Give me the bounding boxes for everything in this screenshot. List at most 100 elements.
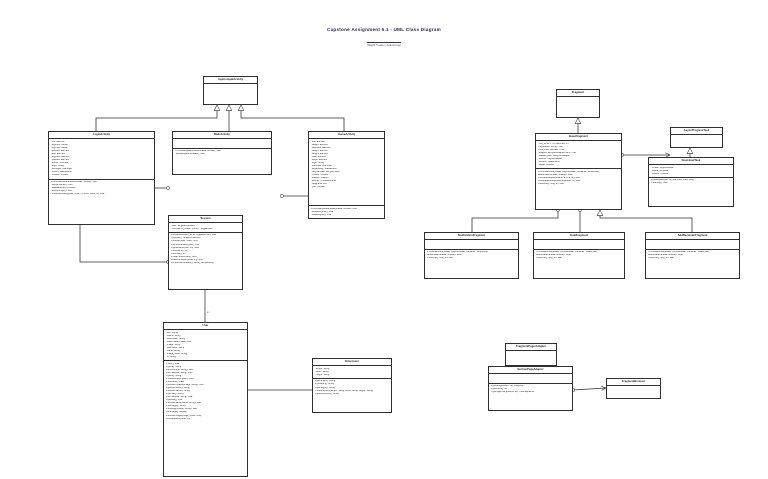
- member-row: - edit: EditText: [50, 152, 65, 155]
- member-row: - length: String: [314, 367, 330, 370]
- class-name-fragment: Fragment: [557, 90, 599, 98]
- member-row: # title_view: DBView = null: [537, 148, 565, 151]
- member-row: + fileDone(): long, int: void: [647, 257, 674, 260]
- class-box-section-page-adapter[interactable]: SectionPageAdapter + getItem(position: i…: [488, 366, 573, 411]
- member-row: + setWeight(value: String): void: [165, 408, 197, 411]
- member-row: + setImage(): Bitmap: [165, 411, 187, 414]
- class-name-session: Session: [169, 216, 242, 224]
- member-row: - login: String: [50, 165, 64, 168]
- class-box-fragment-browser[interactable]: FragmentBrowser: [606, 378, 661, 399]
- member-row: + getWidth(): String: [314, 383, 335, 386]
- member-row: + setUserName(): String: [165, 390, 190, 393]
- class-box-session[interactable]: Session - user: SingletonSession- CURREN…: [168, 215, 243, 290]
- member-row: + setUserName(name: String): void: [165, 402, 201, 405]
- class-name-fragment-pager-adapter: FragmentPagerAdapter: [506, 344, 556, 352]
- member-row: - target: Context: [537, 164, 554, 167]
- member-row: + setDescription(desc): void: [165, 377, 194, 380]
- member-row: # layoutRes: String = null: [537, 145, 563, 148]
- member-row: - recyclerView: RecyclerView: [310, 171, 340, 174]
- member-row: - weight: EditText: [310, 149, 328, 152]
- class-name-dimension: Dimension: [313, 359, 391, 367]
- member-row: - loadWeights(): void: [310, 213, 332, 216]
- member-row: + setUserImage(image_result: void): [165, 414, 202, 417]
- member-row: - weight: EditText: [310, 143, 328, 146]
- attributes-compartment: [489, 374, 572, 384]
- methods-compartment: + onCreateView(inflater: LayoutInflater,…: [536, 169, 621, 209]
- member-row: + getId(): String: [165, 374, 182, 377]
- member-row: savedInstanceState: Bundle): View: [537, 173, 573, 176]
- class-box-user[interactable]: User - title: String- userId: String- de…: [163, 322, 248, 477]
- member-row: - addNavigationDrawer(): void: [174, 153, 205, 156]
- attributes-compartment: - user: SingletonSession- CURRENT_USER: …: [169, 223, 242, 234]
- member-row: - setupRecycler(): void: [310, 210, 334, 213]
- member-row: + onRequestResponse(response: int): void: [537, 179, 581, 182]
- member-row: + setName(): Date: [165, 381, 185, 383]
- member-row: - target: EditText: [310, 158, 327, 161]
- member-row: + User(): void: [165, 362, 180, 365]
- attributes-compartment: - length: String- width: String- height:…: [313, 366, 391, 380]
- attributes-compartment: - title: EditText- weight: EditText- dat…: [309, 139, 384, 207]
- member-row: - description: String: [165, 337, 185, 340]
- member-row: + getItem(position: int): Fragment: [490, 385, 524, 388]
- member-row: + getCount(): int: [490, 388, 507, 391]
- methods-compartment: + onCreateView(inflater: LayoutInflater,…: [534, 250, 624, 278]
- class-box-base-fragment[interactable]: BaseFragment - row_id: int = -1 / userVi…: [535, 133, 622, 210]
- member-row: savedInstanceState: Bundle): View: [535, 254, 571, 257]
- member-row: - row_id: int = -1 / userView: int: [537, 142, 569, 145]
- member-row: - context: Context: [310, 174, 329, 177]
- class-box-async-progress-task[interactable]: AsyncProgressTask: [670, 127, 723, 148]
- member-row: - dateCreated: Date/Time: [165, 340, 191, 343]
- class-name-goal-fragment: GoalFragment: [534, 233, 624, 241]
- attributes-compartment: [204, 84, 257, 104]
- member-row: + setSession(user_id: int, loggedInUser)…: [170, 234, 217, 237]
- class-box-fragment-pager-adapter[interactable]: FragmentPagerAdapter: [505, 343, 557, 366]
- member-row: + isActive(): int: [170, 252, 186, 255]
- member-row: - image: String: [165, 343, 181, 346]
- member-row: + getRequest(file: int, userView: View, …: [650, 179, 694, 182]
- member-row: - session: DataSource: [537, 160, 560, 163]
- class-box-login-activity[interactable]: LoginActivity - btn: EditText- loginBtn:…: [48, 131, 155, 225]
- class-name-async-progress-task: AsyncProgressTask: [671, 128, 722, 136]
- class-name-base-fragment: BaseFragment: [536, 134, 621, 142]
- member-row: - name: String: [165, 349, 180, 352]
- member-row: savedInstanceState: Bundle): View: [426, 254, 462, 257]
- class-box-fragment[interactable]: Fragment: [556, 89, 600, 118]
- methods-compartment: # onCreate(savedInstanceState: Bundle): …: [49, 180, 154, 224]
- member-row: - dataset_item: RecyclerAdapter: [537, 154, 570, 157]
- class-name-login-activity: LoginActivity: [49, 132, 154, 140]
- member-row: + setUser(user: User): void: [170, 240, 198, 243]
- member-row: + fileDone(): long, int: void: [535, 257, 562, 260]
- methods-compartment: + onCreateView(inflater: LayoutInflater,…: [425, 250, 518, 278]
- class-box-add-reminder-fragment[interactable]: AddReminderFragment + onCreateView(infla…: [645, 232, 740, 279]
- member-row: - dbHelper: DBHelper: [310, 165, 333, 168]
- member-row: + getSession(user: int): User: [170, 246, 200, 249]
- member-row: - mAuth: DataSource: [50, 171, 72, 174]
- member-row: - title: String: [165, 331, 178, 334]
- member-row: - layout: Template: [650, 169, 669, 172]
- member-row: + onCreateView(inflater: LayoutInflater,…: [647, 251, 710, 254]
- member-row: + checkUserSession(): String, SimpleStri…: [170, 261, 214, 264]
- class-box-notification-fragment[interactable]: NotificationFragment + onCreateView(infl…: [424, 232, 519, 279]
- member-row: - validateInput(): boolean: [50, 186, 76, 189]
- member-row: - loginBtn: Button: [50, 143, 68, 146]
- member-row: + setLoop(): void: [650, 182, 668, 185]
- class-box-home-activity[interactable]: HomeActivity - title: EditText- weight: …: [308, 131, 385, 219]
- class-box-download-task[interactable]: DownloadTask - mTask: LoginDBView- layou…: [648, 157, 734, 207]
- class-box-dimension[interactable]: Dimension - length: String- width: Strin…: [312, 358, 392, 413]
- member-row: - CURRENT_USER: String = "loggedUser": [170, 227, 214, 230]
- diagram-title-block: Capstone Assignment 5.1 - UML Class Diag…: [0, 27, 768, 51]
- member-row: + getUser(): void: [165, 399, 183, 402]
- member-row: - loginBtn: EditText: [50, 155, 70, 158]
- class-box-goal-fragment[interactable]: GoalFragment + onCreateView(inflater: La…: [533, 232, 625, 279]
- class-box-app-compat-activity[interactable]: AppCompatActivity: [203, 76, 258, 105]
- member-row: # onCreate(savedInstanceState: Bundle): …: [174, 150, 221, 153]
- member-row: + getUsername(): String: [165, 387, 190, 390]
- page-subtitle: Weight Tracker / Android App: [367, 42, 401, 47]
- member-row: - setupListener(): void: [50, 183, 73, 186]
- class-name-notification-fragment: NotificationFragment: [425, 233, 518, 241]
- member-row: - title: EditText: [310, 140, 325, 143]
- member-row: - weight: EditText: [310, 152, 328, 155]
- attributes-compartment: [646, 240, 739, 250]
- member-row: - btn: EditText: [50, 140, 65, 143]
- class-box-main-activity[interactable]: MainActivity # onCreate(savedInstanceSta…: [172, 131, 272, 175]
